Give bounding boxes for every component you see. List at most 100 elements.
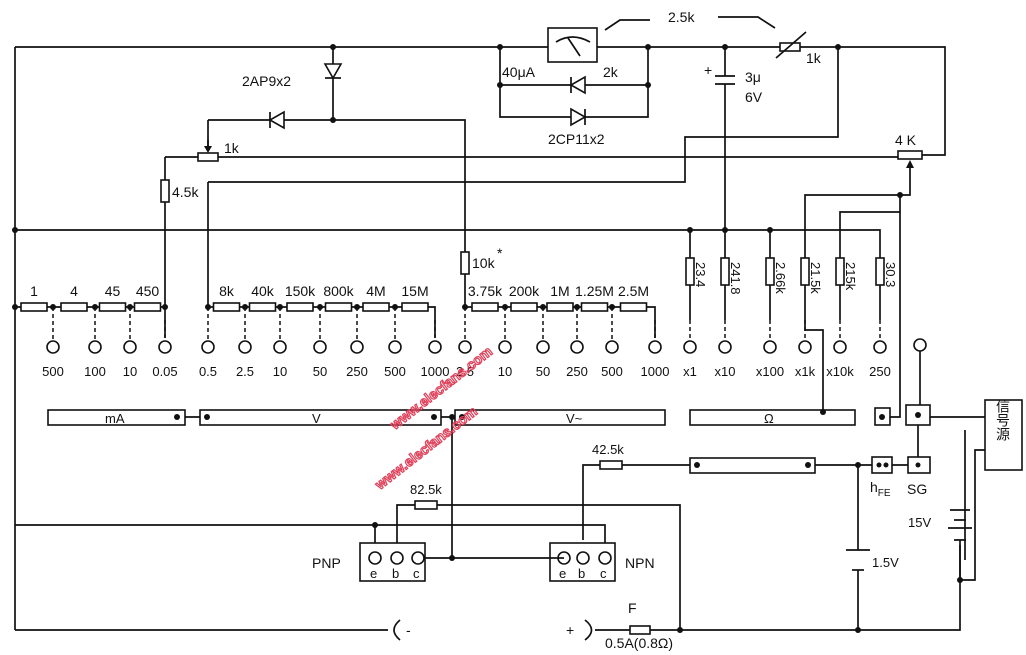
terminal-ohm-250[interactable] bbox=[873, 340, 887, 354]
pnp-pin-b: b bbox=[392, 566, 399, 581]
probe-jack-negative[interactable] bbox=[393, 619, 401, 641]
resistor-ohm-label: 215k bbox=[843, 262, 858, 291]
pnp-socket[interactable] bbox=[359, 542, 426, 582]
terminal-acv-label: 1000 bbox=[641, 364, 670, 379]
pot-4k bbox=[897, 150, 923, 168]
pot-1k-label: 1k bbox=[224, 140, 240, 156]
wires bbox=[14, 46, 985, 631]
battery-1-5v-label: 1.5V bbox=[872, 555, 899, 570]
terminal-acv-50[interactable] bbox=[536, 340, 550, 354]
npn-socket[interactable] bbox=[549, 542, 616, 582]
terminal-dcv-label: 500 bbox=[384, 364, 406, 379]
resistor-dcv-label: 150k bbox=[285, 283, 316, 299]
switch-bar-ma[interactable] bbox=[47, 409, 186, 426]
terminal-ohm-x1k[interactable] bbox=[798, 340, 812, 354]
terminal-ohm-x10[interactable] bbox=[718, 340, 732, 354]
resistor-acv bbox=[619, 302, 648, 312]
terminal-ohm-label: 250 bbox=[869, 364, 891, 379]
terminal-ma-100[interactable] bbox=[88, 340, 102, 354]
resistor-acv-label: 200k bbox=[509, 283, 540, 299]
terminal-dcv-label: 1000 bbox=[421, 364, 450, 379]
terminal-signal[interactable] bbox=[913, 338, 927, 352]
terminal-ohm-x10k[interactable] bbox=[833, 340, 847, 354]
resistor-dcv bbox=[324, 302, 353, 312]
terminal-acv-label: 10 bbox=[498, 364, 512, 379]
diode-2ap9-label: 2AP9x2 bbox=[242, 73, 291, 89]
terminal-acv-10[interactable] bbox=[498, 340, 512, 354]
terminal-acv-2.5[interactable] bbox=[458, 340, 472, 354]
switch-contact-hfe[interactable] bbox=[871, 456, 893, 474]
sg-label: SG bbox=[907, 481, 927, 497]
signal-source-label: 信号源 bbox=[995, 399, 1011, 441]
switch-bar-acv[interactable] bbox=[454, 409, 666, 426]
switch-bar-acv-label: V~ bbox=[566, 411, 583, 426]
terminal-acv-1000[interactable] bbox=[648, 340, 662, 354]
capacitor bbox=[715, 75, 735, 85]
terminal-ohm-label: x100 bbox=[756, 364, 784, 379]
npn-pin-b: b bbox=[578, 566, 585, 581]
resistor-dcv bbox=[401, 302, 429, 312]
resistor-acv bbox=[471, 302, 499, 312]
resistor-82-5k bbox=[414, 500, 438, 510]
resistor-dcv bbox=[248, 302, 277, 312]
diode-horizontal bbox=[268, 110, 285, 130]
pot-4k-label: 4 K bbox=[895, 132, 917, 148]
terminal-ma-500[interactable] bbox=[46, 340, 60, 354]
terminal-ohm-label: x10 bbox=[715, 364, 736, 379]
resistor-ma bbox=[133, 302, 162, 312]
terminal-acv-label: 500 bbox=[601, 364, 623, 379]
terminal-dcv-label: 0.5 bbox=[199, 364, 217, 379]
resistor-ma-label: 1 bbox=[30, 283, 38, 299]
fuse-label: F bbox=[628, 600, 637, 616]
terminal-dcv-250[interactable] bbox=[350, 340, 364, 354]
terminal-ma-0.05[interactable] bbox=[158, 340, 172, 354]
probe-negative-label: - bbox=[406, 622, 411, 638]
terminal-dcv-2.5[interactable] bbox=[238, 340, 252, 354]
probe-jack-positive[interactable] bbox=[584, 619, 593, 641]
terminal-dcv-label: 2.5 bbox=[236, 364, 254, 379]
resistor-ma bbox=[98, 302, 127, 312]
diode-2ap9-vertical bbox=[323, 63, 343, 80]
switch-bar-ohm[interactable] bbox=[689, 409, 856, 426]
pnp-pin-e: e bbox=[370, 566, 377, 581]
battery-1-5v bbox=[846, 549, 870, 571]
resistor-10k bbox=[460, 251, 470, 275]
switch-bar-hfe[interactable] bbox=[689, 457, 816, 474]
terminal-ohm-x100[interactable] bbox=[763, 340, 777, 354]
terminal-dcv-10[interactable] bbox=[273, 340, 287, 354]
resistor-dcv-label: 4M bbox=[366, 283, 385, 299]
terminal-dcv-0.5[interactable] bbox=[201, 340, 215, 354]
resistor-ohm-label: 241.8 bbox=[728, 262, 743, 295]
terminal-dcv-1000[interactable] bbox=[428, 340, 442, 354]
terminal-dcv-500[interactable] bbox=[388, 340, 402, 354]
terminal-dcv-50[interactable] bbox=[313, 340, 327, 354]
resistor-ohm bbox=[835, 257, 845, 286]
variable-resistor-label: 1k bbox=[806, 50, 822, 66]
terminal-ohm-x1[interactable] bbox=[683, 340, 697, 354]
resistor-dcv-label: 8k bbox=[219, 283, 235, 299]
resistor-dcv-label: 15M bbox=[401, 283, 428, 299]
terminal-acv-250[interactable] bbox=[570, 340, 584, 354]
switch-bar-ohm-label: Ω bbox=[764, 411, 774, 426]
resistor-acv-label: 1M bbox=[550, 283, 569, 299]
resistor-dcv bbox=[212, 302, 241, 312]
resistor-ma bbox=[20, 302, 48, 312]
node bbox=[12, 304, 18, 310]
resistor-ma bbox=[60, 302, 88, 312]
hfe-label: hFE bbox=[870, 479, 891, 499]
resistor-ohm bbox=[875, 257, 885, 286]
resistor-ohm bbox=[765, 257, 775, 286]
npn-pin-c: c bbox=[600, 566, 607, 581]
npn-pin-e: e bbox=[559, 566, 566, 581]
capacitor-voltage: 6V bbox=[745, 89, 763, 105]
terminal-acv-500[interactable] bbox=[605, 340, 619, 354]
terminal-ma-10[interactable] bbox=[123, 340, 137, 354]
resistor-ohm-label: 21.5k bbox=[808, 262, 823, 294]
resistor-82-5k-label: 82.5k bbox=[410, 482, 442, 497]
resistor-acv bbox=[546, 302, 574, 312]
terminal-dcv-label: 50 bbox=[313, 364, 327, 379]
resistor-10k-label: 10k bbox=[472, 255, 496, 271]
switch-bar-dcv[interactable] bbox=[199, 409, 442, 426]
battery-15v bbox=[948, 509, 972, 565]
terminal-acv-label: 250 bbox=[566, 364, 588, 379]
